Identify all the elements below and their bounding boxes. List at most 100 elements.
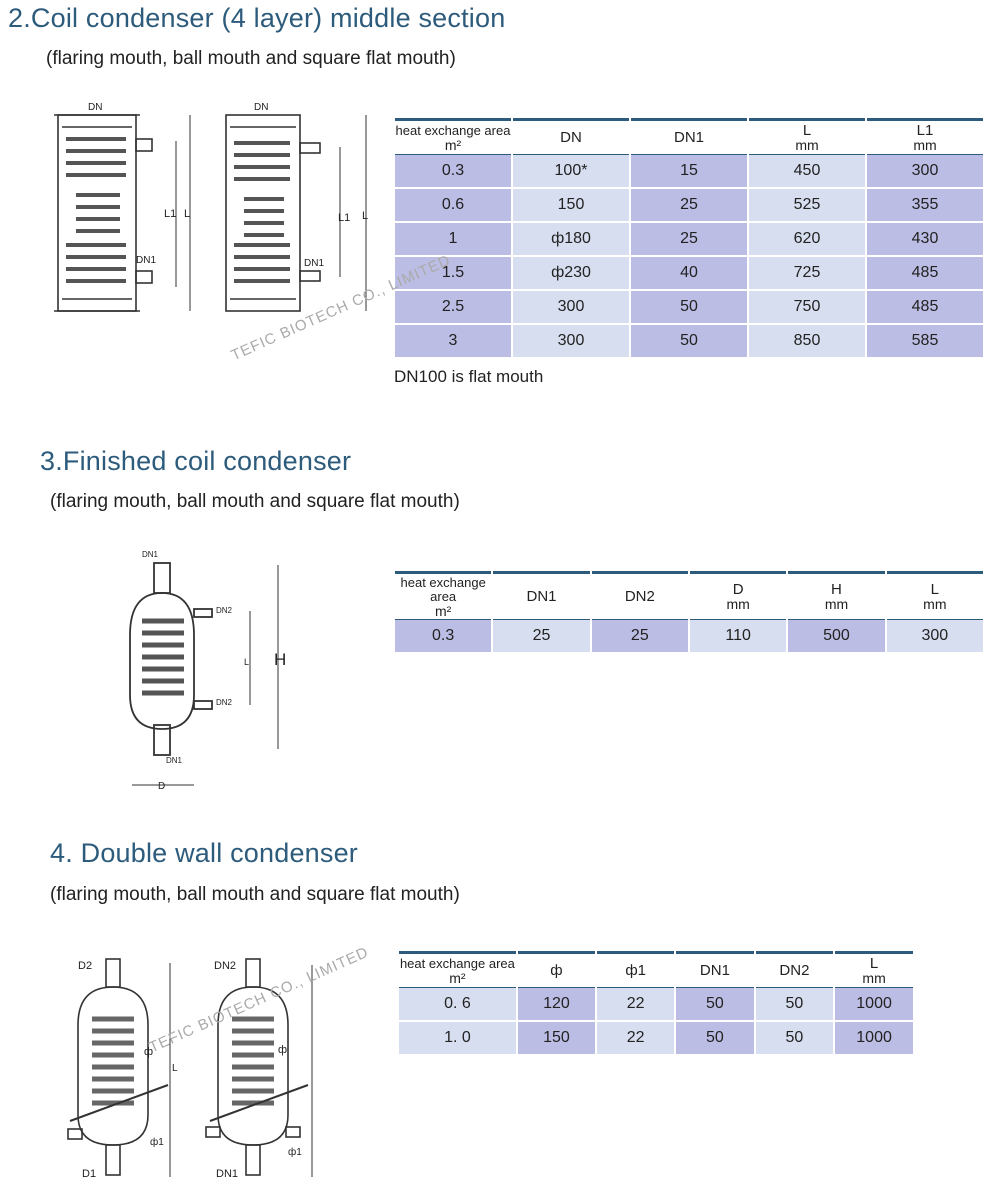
table-cell: 620 [749, 223, 865, 257]
table-cell: 50 [676, 1022, 754, 1056]
table-cell: 25 [631, 223, 747, 257]
double-wall-condenser-front-view [67, 958, 171, 1177]
label-phi-left: ф [144, 1046, 153, 1058]
label-d1-left: D1 [82, 1168, 96, 1180]
table-row: 1 ф180 25 620 430 [395, 223, 983, 257]
label-l-right: L [362, 210, 368, 222]
table-cell: 50 [755, 988, 834, 1022]
table-row: 2.5 300 50 750 485 [395, 291, 983, 325]
label-phi-right: ф [278, 1044, 287, 1056]
section-4-title: 4. Double wall condenser [50, 838, 358, 868]
label-l-left: L [184, 208, 190, 220]
table-row: 1.5 ф230 40 725 485 [395, 257, 983, 291]
table-cell: 500 [788, 620, 885, 654]
section-4-subtitle: (flaring mouth, ball mouth and square fl… [50, 884, 460, 905]
table-cell: 525 [749, 189, 865, 223]
label-dn2-right: DN2 [214, 960, 236, 972]
table-cell: 485 [867, 291, 983, 325]
table-cell: 1.5 [395, 257, 511, 291]
table-row: 0. 6 120 22 50 50 1000 [399, 988, 913, 1022]
table-cell: 50 [676, 988, 754, 1022]
label-dn2-top: DN2 [216, 606, 233, 615]
finished-coil-condenser-diagram: DN1 DN2 DN2 DN1 L H D [129, 550, 286, 792]
coil-condenser-front-view [54, 114, 191, 312]
label-dn-left: DN [88, 102, 102, 113]
table-cell: 750 [749, 291, 865, 325]
table-cell: 1. 0 [399, 1022, 516, 1056]
table-cell: 50 [631, 291, 747, 325]
table-row: 0.3 100* 15 450 300 [395, 155, 983, 189]
label-dn1-top: DN1 [142, 550, 159, 559]
table-cell: 150 [517, 1022, 596, 1056]
table-cell: 100* [513, 155, 629, 189]
table-cell: 25 [631, 189, 747, 223]
col-header: ф [517, 951, 596, 988]
label-d: D [158, 781, 165, 792]
flat-mouth-note: DN100 is flat mouth [394, 367, 544, 386]
table-cell: 850 [749, 325, 865, 359]
table-cell: 120 [517, 988, 596, 1022]
table-row: 0.6 150 25 525 355 [395, 189, 983, 223]
label-l1-left: L1 [164, 208, 176, 220]
section-3-subtitle: (flaring mouth, ball mouth and square fl… [50, 491, 460, 512]
coil-condenser-side-view [225, 114, 367, 312]
label-dn1-right: DN1 [216, 1168, 238, 1180]
table-cell: 40 [631, 257, 747, 291]
table-cell: 0.6 [395, 189, 511, 223]
label-phi1-right: ф1 [288, 1146, 302, 1158]
table-cell: 300 [513, 291, 629, 325]
double-wall-condenser-diagram: D2 D1 ф ф1 L DN2 DN1 ф ф1 [67, 958, 313, 1180]
table-cell: 725 [749, 257, 865, 291]
table-cell: 3 [395, 325, 511, 359]
label-d2-left: D2 [78, 960, 92, 972]
table-cell: 15 [631, 155, 747, 189]
col-header: DN [513, 118, 629, 155]
table-cell: 1000 [835, 988, 913, 1022]
col-header: DN1 [631, 118, 747, 155]
label-h: H [274, 650, 286, 669]
col-header: DN1 [493, 571, 590, 620]
table-cell: ф180 [513, 223, 629, 257]
col-header: DN2 [755, 951, 834, 988]
table-cell: 450 [749, 155, 865, 189]
table-cell: 585 [867, 325, 983, 359]
label-dn-right: DN [254, 102, 268, 113]
table-cell: 22 [597, 988, 675, 1022]
label-phi1-left: ф1 [150, 1136, 164, 1148]
label-dn1-left: DN1 [136, 255, 156, 266]
label-dn2-bottom: DN2 [216, 698, 233, 707]
table-cell: 2.5 [395, 291, 511, 325]
table-cell: 300 [867, 155, 983, 189]
table-cell: 25 [493, 620, 590, 654]
col-header: DN2 [591, 571, 688, 620]
table-row: 0.3 25 25 110 500 300 [395, 620, 983, 654]
coil-condenser-diagram: DN DN1 L1 L DN DN1 L1 L [54, 102, 368, 312]
table-cell: ф230 [513, 257, 629, 291]
table-row: 1. 0 150 22 50 50 1000 [399, 1022, 913, 1056]
table-cell: 430 [867, 223, 983, 257]
table-cell: 355 [867, 189, 983, 223]
table-cell: 25 [591, 620, 688, 654]
table-cell: 0. 6 [399, 988, 516, 1022]
label-l: L [244, 657, 249, 667]
table-cell: 50 [631, 325, 747, 359]
table-cell: 0.3 [395, 620, 492, 654]
table-cell: 0.3 [395, 155, 511, 189]
section-2-title: 2.Coil condenser (4 layer) middle sectio… [8, 3, 506, 33]
double-wall-condenser-side-view [205, 958, 313, 1177]
col-header: DN1 [676, 951, 754, 988]
